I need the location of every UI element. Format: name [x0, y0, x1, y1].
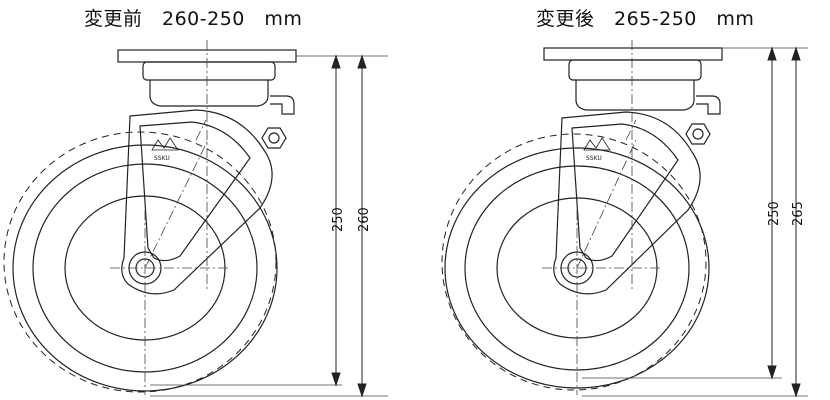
fork-leg [553, 111, 701, 295]
wheel-outline-dashed [441, 133, 707, 391]
swivel-bearing [142, 61, 276, 81]
dim-inner-label: 250 [331, 207, 346, 232]
dim-outer-label: 260 [357, 207, 372, 232]
after-title: 変更後 265-250 mm [536, 8, 755, 30]
svg-text:SSKU: SSKU [154, 155, 170, 162]
wheel-rim [464, 165, 690, 371]
wheel-outline-dashed [3, 131, 277, 393]
hex-nut [261, 127, 287, 149]
dim-outer-label: 265 [791, 201, 806, 226]
brand-logo: SSKU [583, 137, 611, 162]
swivel-bearing [568, 59, 702, 81]
mounting-plate [543, 47, 723, 61]
brand-logo: SSKU [151, 137, 179, 162]
svg-text:SSKU: SSKU [586, 155, 602, 162]
caster-before-drawing: 250 260 SSKU [3, 40, 388, 398]
fork-leg [121, 109, 273, 295]
dim-inner-label: 250 [767, 201, 782, 226]
wheel-tire [444, 147, 710, 389]
caster-before-panel: 変更前 260-250 mm [3, 8, 388, 398]
hex-nut [685, 123, 711, 145]
caster-after-drawing: 250 265 SSKU [441, 40, 808, 398]
caster-after-panel: 変更後 265-250 mm [430, 0, 830, 400]
before-title: 変更前 260-250 mm [84, 8, 303, 30]
